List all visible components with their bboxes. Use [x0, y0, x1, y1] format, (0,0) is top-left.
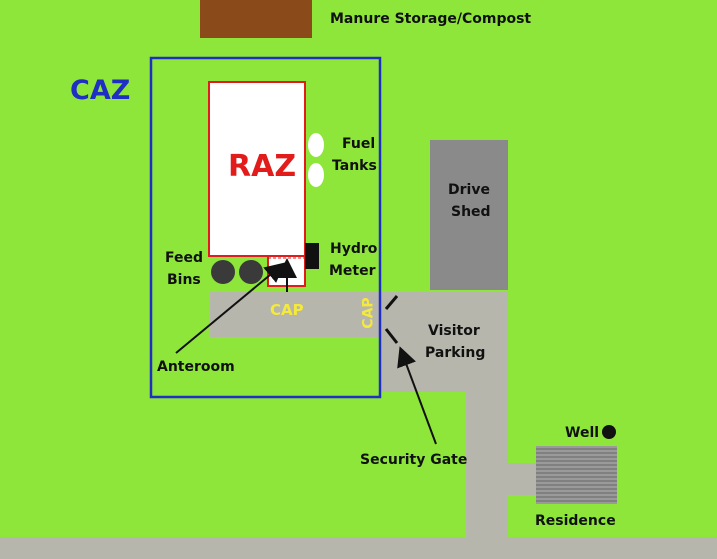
residence-label: Residence	[535, 513, 616, 529]
bottom-road	[0, 537, 717, 559]
well-label: Well	[565, 425, 600, 441]
driveway	[466, 385, 508, 540]
raz-label: RAZ	[228, 149, 297, 184]
raz-barn	[208, 81, 306, 257]
drive-shed	[430, 140, 508, 290]
fuel-label: Fuel	[342, 136, 376, 152]
caz-boundary	[149, 56, 382, 399]
cap-bottom-label: CAP	[270, 301, 304, 319]
residence-path	[506, 463, 538, 495]
feed-bin-2	[239, 260, 263, 284]
manure-label: Manure Storage/Compost	[330, 11, 532, 27]
caz-label: CAZ	[70, 75, 131, 106]
well-icon	[602, 425, 616, 439]
security-gate-bottom	[384, 328, 399, 344]
visitor-label: Visitor	[428, 323, 480, 339]
meter-label: Meter	[329, 263, 376, 279]
fuel-tank-2	[308, 163, 324, 187]
tanks-label: Tanks	[332, 158, 377, 174]
bins-label: Bins	[167, 272, 201, 288]
feed-label: Feed	[165, 250, 204, 266]
feed-bin-1	[211, 260, 235, 284]
residence-building	[536, 446, 617, 504]
parking-label: Parking	[425, 345, 486, 361]
manure-storage	[200, 0, 312, 38]
fuel-tank-1	[308, 133, 324, 157]
drive-label: Drive	[448, 182, 490, 198]
hydro-meter	[305, 243, 319, 269]
anteroom-label: Anteroom	[157, 359, 235, 375]
hydro-label: Hydro	[330, 241, 378, 257]
anteroom-arrow	[175, 262, 286, 354]
security-gate-label: Security Gate	[360, 452, 468, 468]
security-gate-arrow	[397, 346, 437, 445]
security-gate-top	[384, 295, 399, 310]
shed-label: Shed	[451, 204, 491, 220]
visitor-parking-area	[380, 292, 508, 392]
cap-side-label: CAP	[360, 297, 377, 329]
